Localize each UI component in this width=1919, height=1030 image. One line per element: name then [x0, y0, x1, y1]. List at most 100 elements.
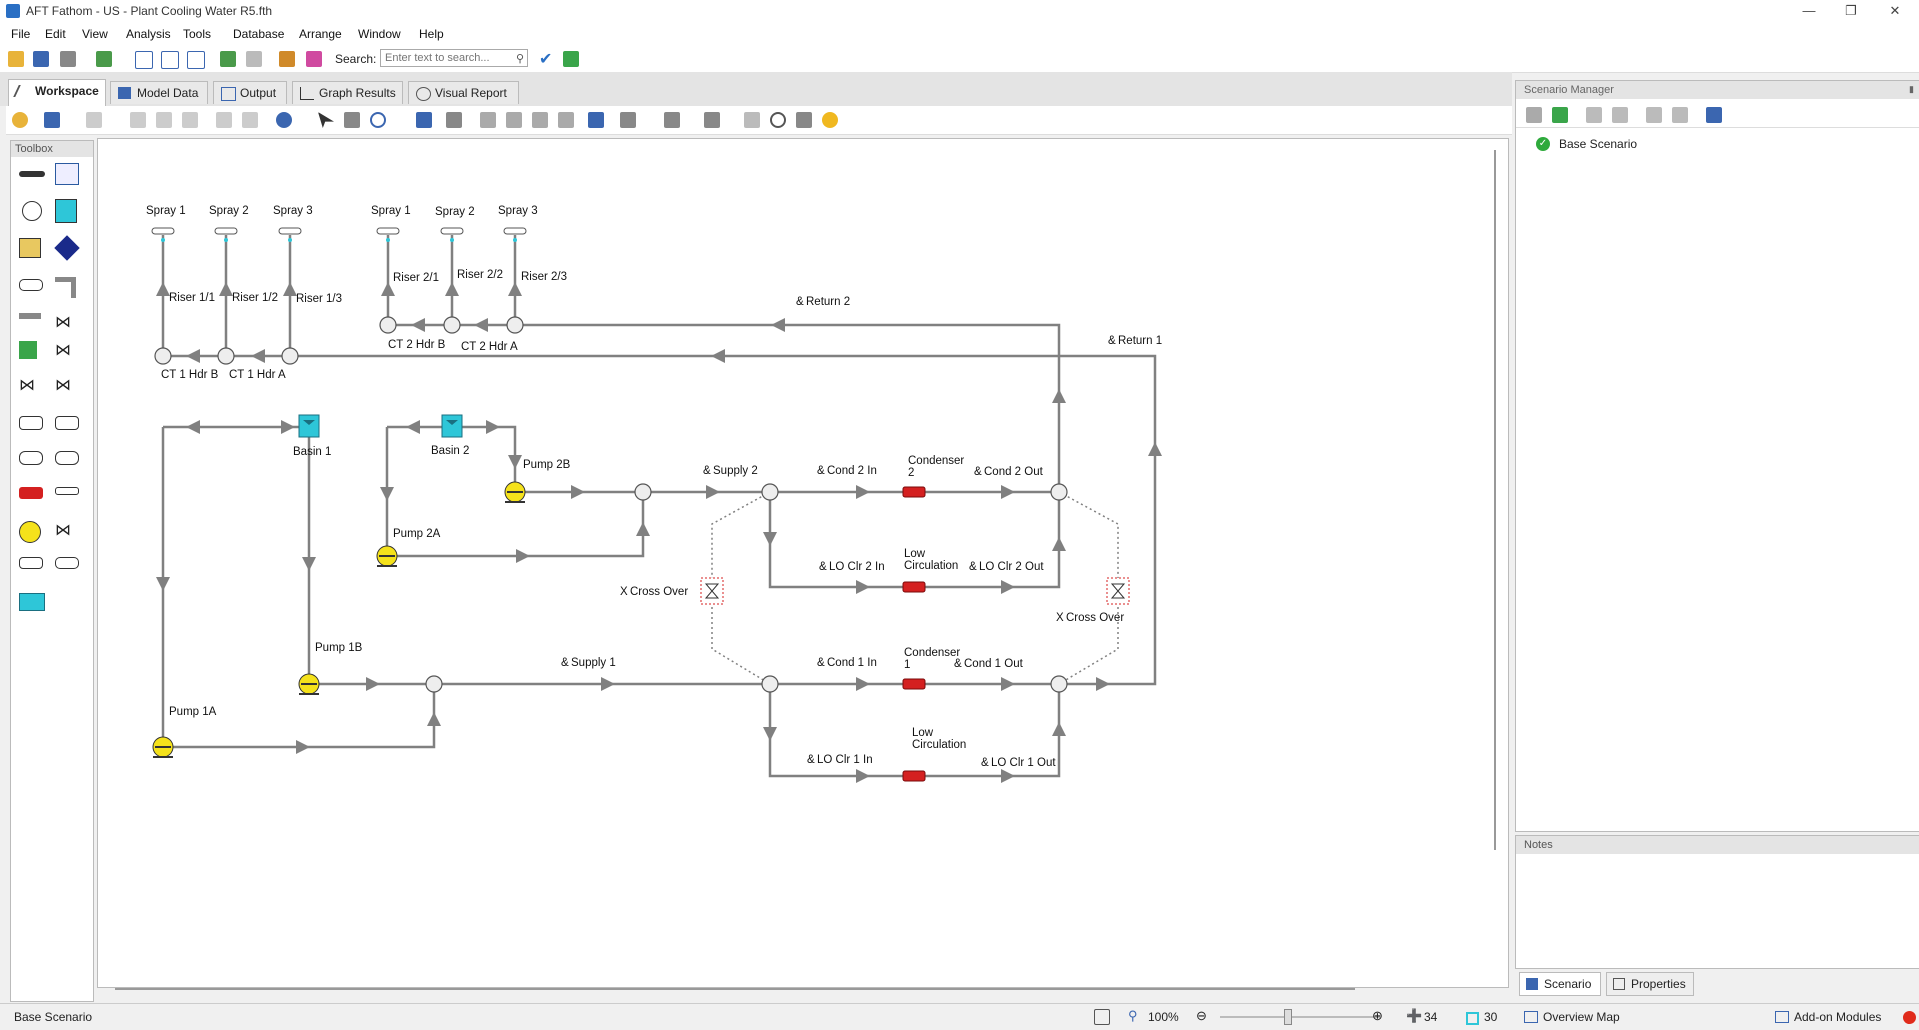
list-icon[interactable]	[744, 112, 760, 128]
cut-icon[interactable]	[130, 112, 146, 128]
zoom-out-icon[interactable]: ⊖	[1196, 1008, 1207, 1023]
spray-nozzles[interactable]	[151, 227, 527, 242]
menu-file[interactable]: File	[11, 27, 31, 41]
menu-analysis[interactable]: Analysis	[126, 27, 171, 41]
low-circulation-2-icon[interactable]	[902, 581, 926, 593]
child-scenario-icon[interactable]	[1552, 107, 1568, 123]
branch-tool-icon[interactable]	[19, 201, 45, 223]
control-valve-tool-icon[interactable]	[19, 341, 45, 363]
pump-icon[interactable]	[152, 736, 174, 758]
pin-icon[interactable]: ▮	[1909, 84, 1914, 94]
copy-icon[interactable]	[156, 112, 172, 128]
pump-icon[interactable]	[298, 673, 320, 695]
horizontal-scrollbar[interactable]	[115, 988, 1355, 990]
zoom-slider-track[interactable]	[1220, 1016, 1380, 1018]
dead-end-tool-icon[interactable]	[55, 557, 81, 579]
paste-icon[interactable]	[182, 112, 198, 128]
tab-model-data[interactable]: Model Data	[110, 81, 208, 104]
clone-icon[interactable]	[1586, 107, 1602, 123]
network-icon[interactable]	[220, 51, 236, 67]
flask-icon[interactable]	[306, 51, 322, 67]
lightbulb-icon[interactable]	[822, 112, 838, 128]
crossover-pipes[interactable]	[711, 491, 1119, 685]
vertical-scrollbar[interactable]	[1494, 150, 1496, 850]
overview-map-button[interactable]: Overview Map	[1543, 1010, 1620, 1024]
relief-valve-tool-icon[interactable]: ⋈	[19, 377, 35, 394]
tab-workspace[interactable]: Workspace	[8, 79, 106, 106]
menu-tools[interactable]: Tools	[183, 27, 212, 41]
open-icon[interactable]	[8, 51, 24, 67]
minimize-icon[interactable]: —	[1802, 3, 1816, 18]
pump-tool-icon[interactable]	[19, 521, 45, 543]
pipe-network-diagram[interactable]: Spray 1 Spray 2 Spray 3 Spray 1 Spray 2 …	[98, 139, 1508, 987]
condenser-2-icon[interactable]	[902, 486, 926, 498]
zoom-in-icon[interactable]: ⊕	[1372, 1008, 1383, 1023]
branch-junctions[interactable]	[154, 316, 1068, 693]
help-icon[interactable]	[12, 112, 28, 128]
save-icon[interactable]	[33, 51, 49, 67]
assigned-pressure-tool-icon[interactable]	[54, 235, 81, 261]
basin-1-icon[interactable]	[298, 414, 320, 438]
breakdown-tool-icon[interactable]: ⋈	[55, 377, 71, 394]
scenario-item-base[interactable]: Base Scenario	[1559, 137, 1638, 151]
workspace-canvas[interactable]: Spray 1 Spray 2 Spray 3 Spray 1 Spray 2 …	[97, 138, 1509, 988]
tee-tool-icon[interactable]	[19, 313, 45, 335]
distribute-icon[interactable]	[664, 112, 680, 128]
menu-edit[interactable]: Edit	[45, 27, 66, 41]
redo-icon[interactable]	[86, 112, 102, 128]
orifice-tool-icon[interactable]	[19, 416, 45, 438]
check-valve-tool-icon[interactable]: ⋈	[55, 342, 71, 359]
reservoir-tool-icon[interactable]	[55, 199, 81, 223]
spray-tool-icon[interactable]	[19, 279, 45, 301]
tab-properties[interactable]: Properties	[1606, 972, 1694, 996]
general-component-tool-icon[interactable]: ⋈	[55, 522, 71, 539]
pointer-icon[interactable]	[318, 112, 334, 128]
checkmark-icon[interactable]: ✔	[539, 51, 553, 68]
split-vertical-icon[interactable]	[161, 51, 179, 69]
basin-2-icon[interactable]	[441, 414, 463, 438]
menu-help[interactable]: Help	[419, 27, 444, 41]
volume-balance-tool-icon[interactable]	[19, 557, 45, 579]
swap-icon[interactable]	[446, 112, 462, 128]
fit-icon[interactable]	[1094, 1009, 1110, 1025]
split-horizontal-icon[interactable]	[187, 51, 205, 69]
search-icon[interactable]: ⚲	[516, 53, 525, 65]
align4-icon[interactable]	[558, 112, 574, 128]
globe-icon[interactable]	[276, 112, 292, 128]
tab-scenario[interactable]: Scenario	[1519, 972, 1601, 996]
binoculars-icon[interactable]	[416, 112, 432, 128]
valve-tool-icon[interactable]: ⋈	[55, 314, 71, 331]
pump-icon[interactable]	[376, 545, 398, 567]
pump-icon[interactable]	[504, 481, 526, 503]
zoom-slider-knob[interactable]	[1284, 1009, 1292, 1025]
delete-icon[interactable]	[242, 112, 258, 128]
crossover-valve-2-icon[interactable]	[700, 577, 724, 605]
condenser-1-icon[interactable]	[902, 678, 926, 690]
maximize-icon[interactable]: ❐	[1845, 3, 1857, 18]
filter-tool-icon[interactable]	[55, 451, 81, 473]
pipe-tool-icon[interactable]	[19, 163, 45, 185]
layout-icon[interactable]	[135, 51, 153, 69]
pan-icon[interactable]	[344, 112, 360, 128]
tab-output[interactable]: Output	[213, 81, 287, 104]
heat-exchanger-tool-icon[interactable]	[19, 487, 45, 509]
grid-icon[interactable]	[246, 51, 262, 67]
tab-graph-results[interactable]: Graph Results	[292, 81, 403, 104]
scenario-options-icon[interactable]	[1706, 107, 1722, 123]
print-icon[interactable]	[60, 51, 76, 67]
arrow-down-icon[interactable]	[1672, 107, 1688, 123]
assigned-flow-tool-icon[interactable]	[19, 238, 45, 260]
new-scenario-icon[interactable]	[1526, 107, 1542, 123]
image-icon[interactable]	[796, 112, 812, 128]
tab-visual-report[interactable]: Visual Report	[408, 81, 519, 104]
align3-icon[interactable]	[532, 112, 548, 128]
addon-modules-button[interactable]: Add-on Modules	[1794, 1010, 1882, 1024]
tree-icon[interactable]	[588, 112, 604, 128]
annotation-tool-icon[interactable]	[55, 163, 81, 185]
group-icon[interactable]	[216, 112, 232, 128]
align-icon[interactable]	[480, 112, 496, 128]
delete-scenario-icon[interactable]	[1612, 107, 1628, 123]
close-icon[interactable]: ✕	[1889, 3, 1901, 18]
undo-icon[interactable]	[44, 112, 60, 128]
zoom-icon[interactable]	[370, 112, 386, 128]
